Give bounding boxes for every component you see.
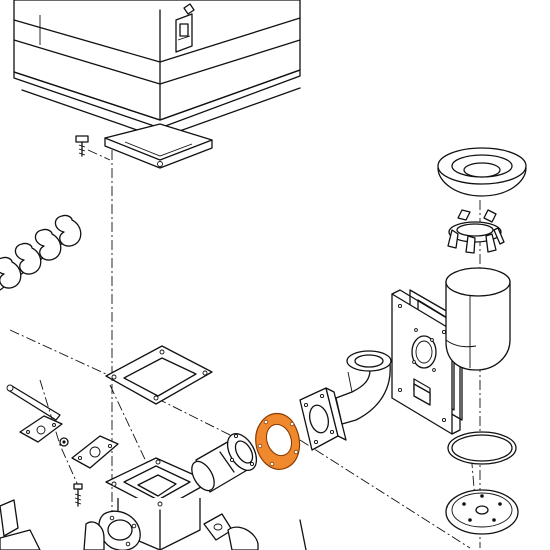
- round-gasket-highlighted: [255, 412, 301, 470]
- clip-ring: [447, 209, 505, 254]
- end-cover-disc: [445, 489, 519, 535]
- mounting-gasket-square: [105, 345, 213, 405]
- small-bolt: [73, 483, 83, 507]
- elbow-mount-flange: [299, 387, 347, 451]
- wall-mounting-plate: [391, 289, 461, 435]
- burner-tube: [445, 267, 511, 371]
- shaft-washer: [59, 437, 69, 447]
- auger-shaft: [6, 384, 61, 421]
- hopper-bin: [13, 0, 301, 169]
- hopper-latch: [175, 3, 195, 53]
- lower-bracket: [0, 499, 307, 550]
- o-ring-gasket: [447, 431, 517, 465]
- feed-chute-housing: [98, 457, 211, 550]
- tube-end-flange: [226, 433, 258, 471]
- shaft-flange-plate: [19, 415, 63, 443]
- elbow-pipe: [335, 350, 392, 425]
- oval-flange-plate: [71, 435, 119, 469]
- hopper-bolt: [75, 135, 89, 157]
- burner-cup-top: [437, 147, 527, 197]
- auger-screw: [0, 214, 82, 291]
